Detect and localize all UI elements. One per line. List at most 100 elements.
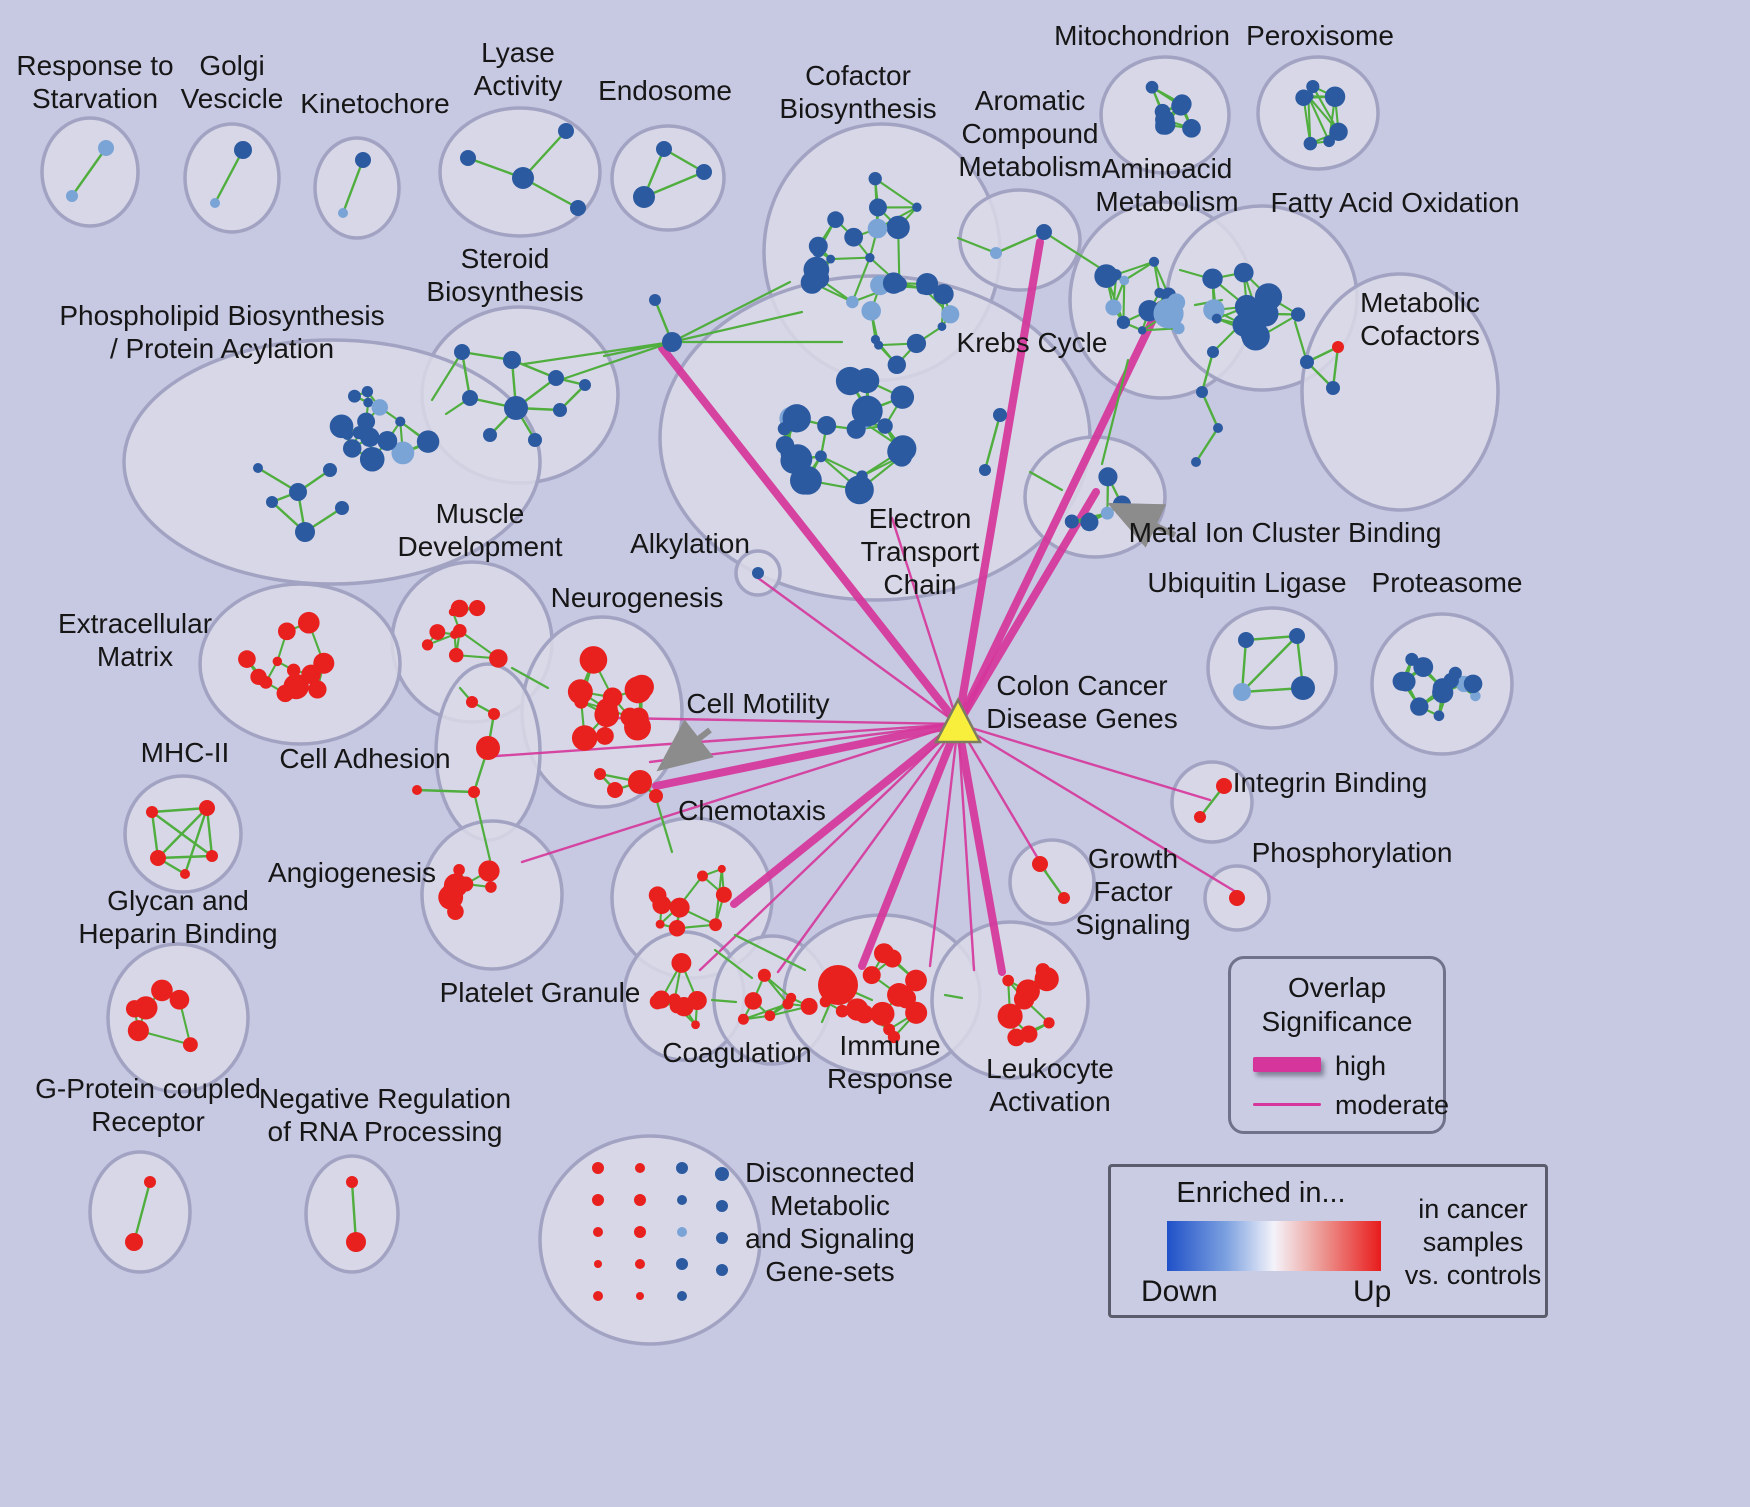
gene-set-node — [1207, 346, 1219, 358]
gene-set-node — [1100, 506, 1114, 520]
gene-set-node — [671, 953, 692, 973]
gene-set-node — [323, 463, 337, 477]
gene-set-node — [1032, 856, 1048, 872]
coexpression-edge — [943, 993, 964, 1000]
gene-set-node — [811, 244, 825, 258]
gene-set-node — [1094, 264, 1119, 288]
gene-set-node — [764, 1010, 776, 1022]
gene-set-node — [180, 869, 190, 879]
gene-set-node — [503, 351, 521, 369]
gene-set-node — [1202, 268, 1223, 289]
coexpression-edge — [205, 806, 214, 858]
gene-set-node — [1216, 778, 1232, 794]
cluster-ellipse-extracellular-matrix — [198, 582, 402, 746]
gene-set-node — [308, 680, 327, 699]
gene-set-node — [478, 860, 500, 882]
cluster-label-metal-ion-cluster-binding: Metal Ion Cluster Binding — [1129, 517, 1442, 548]
gene-set-node — [460, 150, 476, 166]
gene-set-node — [775, 435, 795, 455]
gene-set-node — [867, 218, 888, 239]
gene-set-node — [877, 418, 893, 434]
coexpression-edge — [430, 350, 464, 402]
coexpression-edge — [132, 1180, 152, 1244]
gene-set-node — [656, 141, 672, 157]
gene-set-node — [391, 441, 415, 465]
gene-set-node — [870, 1001, 895, 1026]
enrichment-legend-title: Enriched in... — [1176, 1177, 1346, 1209]
gene-set-node — [1194, 811, 1206, 823]
gene-set-node — [790, 466, 819, 495]
gene-set-node — [652, 990, 671, 1009]
coexpression-edge — [156, 806, 209, 860]
gene-set-node — [882, 272, 905, 294]
gene-set-node — [528, 433, 542, 447]
gene-set-node — [1002, 974, 1014, 987]
gene-set-node — [412, 785, 422, 795]
coexpression-edge — [710, 998, 738, 1004]
gene-set-node — [649, 294, 661, 306]
cluster-label-mitochondrion: Mitochondrion — [1054, 20, 1230, 51]
gene-set-node — [856, 470, 868, 482]
gene-set-node — [1148, 256, 1160, 267]
gene-set-node — [1432, 678, 1453, 699]
coexpression-edge — [1028, 470, 1064, 492]
gene-set-node — [571, 725, 598, 751]
overlap-edge-moderate — [776, 722, 960, 974]
gene-set-node — [835, 1004, 849, 1018]
gene-set-node — [1083, 512, 1096, 525]
gene-set-node — [592, 1162, 604, 1174]
coexpression-edge — [819, 455, 864, 478]
gene-set-node — [990, 247, 1002, 259]
gene-set-node — [634, 1194, 646, 1206]
gene-set-node — [1433, 710, 1445, 722]
gene-set-node — [933, 283, 954, 305]
gene-set-node — [814, 450, 827, 463]
gene-set-node — [709, 918, 722, 932]
gene-set-node — [313, 652, 335, 674]
gene-set-node — [144, 1176, 156, 1188]
coexpression-edge — [156, 854, 214, 860]
gene-set-node — [1332, 341, 1344, 353]
coexpression-edge — [670, 280, 792, 344]
gene-set-node — [715, 886, 732, 903]
overlap-edge-moderate — [956, 722, 1238, 894]
overlap-legend-title-line2: Significance — [1261, 1006, 1413, 1037]
gene-set-node — [691, 1020, 700, 1030]
gene-set-node — [483, 428, 497, 442]
gene-set-node — [890, 385, 915, 409]
overlap-edge-high — [652, 720, 962, 790]
gene-set-node — [677, 1195, 687, 1205]
gene-set-node — [238, 650, 256, 668]
gene-set-node — [346, 1176, 358, 1188]
moderate-significance-label: moderate — [1335, 1090, 1450, 1120]
gene-set-node — [151, 979, 173, 1002]
gene-set-node — [868, 172, 882, 186]
enrichment-up-label: Up — [1353, 1275, 1392, 1308]
coexpression-edge — [1200, 350, 1215, 394]
enrichment-note-line2: samples — [1422, 1227, 1524, 1257]
coexpression-edge — [472, 790, 492, 862]
gene-set-node — [450, 599, 469, 618]
gene-set-node — [1329, 122, 1348, 142]
gene-set-node — [1395, 671, 1416, 692]
gene-set-node — [905, 969, 927, 992]
gene-set-node — [1323, 135, 1335, 148]
gene-set-node — [716, 1232, 728, 1244]
gene-set-node — [862, 966, 881, 985]
coexpression-edge — [1100, 358, 1130, 466]
overlap-edge-moderate — [890, 516, 960, 726]
cluster-ellipse-angiogenesis — [420, 819, 564, 971]
gene-set-node — [676, 1162, 688, 1174]
gene-set-node — [1233, 683, 1251, 701]
gene-set-node — [628, 770, 652, 794]
gene-set-node — [488, 708, 500, 720]
gene-set-node — [737, 1013, 749, 1025]
gene-set-node — [1137, 326, 1147, 335]
gene-set-node — [592, 1194, 604, 1206]
gene-set-node — [874, 340, 884, 350]
cluster-label-integrin-binding: Integrin Binding — [1233, 767, 1428, 798]
gene-set-node — [210, 198, 220, 208]
gene-set-node — [1036, 224, 1052, 240]
